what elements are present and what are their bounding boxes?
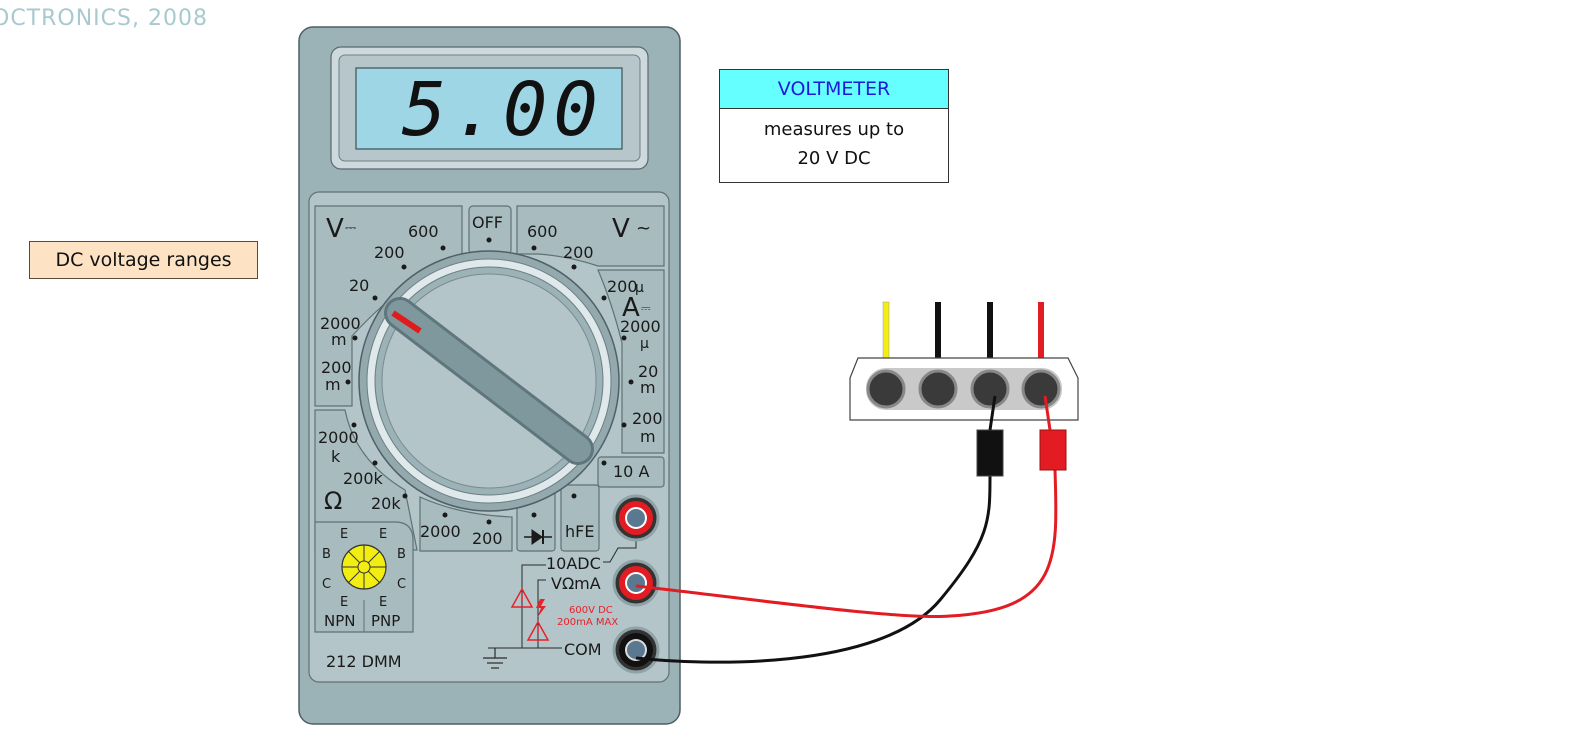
dial-unit-u: µ: [635, 280, 644, 296]
jack-10adc[interactable]: [612, 494, 660, 542]
vdc-symbol: V: [326, 214, 344, 244]
dial-label-2000ohm: 2000: [420, 522, 461, 541]
dial-label-200ohm: 200: [472, 529, 503, 548]
jack-vohmma[interactable]: [612, 559, 660, 607]
socket-label-e3: E: [340, 595, 348, 610]
socket-label-b2: B: [397, 547, 406, 562]
socket-label-e4: E: [379, 595, 387, 610]
dial-label-200k: 200k: [343, 469, 384, 488]
dial-label-20m: 20: [638, 362, 658, 381]
ground-icon: [483, 648, 507, 669]
dial-label-200ac: 200: [563, 243, 594, 262]
warning-text-1: 600V DC: [569, 605, 613, 616]
black-test-lead[interactable]: [635, 395, 1004, 664]
wire-black-1: [935, 302, 941, 358]
wire-black-2: [987, 302, 993, 358]
dial-unit-m: m: [331, 330, 347, 349]
model-label: 212 DMM: [326, 652, 402, 671]
red-test-lead[interactable]: [635, 395, 1067, 618]
jack-com[interactable]: [612, 626, 660, 674]
dial-unit-m3: m: [640, 378, 656, 397]
warning-triangle-icon: [510, 587, 550, 641]
dial-label-600dc: 600: [408, 222, 439, 241]
lcd-screen: [355, 67, 623, 150]
dial-label-20dc: 20: [349, 276, 369, 295]
rotary-selector-knob[interactable]: [358, 250, 620, 512]
dial-label-20k: 20k: [371, 494, 401, 513]
dial-label-200mdc: 200: [321, 358, 352, 377]
adc-symbol: A: [622, 293, 640, 323]
lcd-reading: 5.00: [402, 67, 604, 153]
jack-label-vohmma: VΩmA: [551, 574, 601, 593]
wire-yellow: [882, 301, 890, 359]
high-voltage-icon: [536, 599, 546, 618]
dial-unit-u2: µ: [640, 336, 649, 352]
svg-text:⎓: ⎓: [641, 301, 651, 315]
power-connector: [849, 301, 1079, 421]
jack-label-10adc: 10ADC: [546, 554, 601, 573]
dial-label-200dc: 200: [374, 243, 405, 262]
dial-label-200u: 200: [607, 277, 638, 296]
svg-text:~: ~: [636, 218, 651, 239]
socket-label-e1: E: [340, 527, 348, 542]
pnp-label: PNP: [371, 612, 400, 630]
dial-label-off: OFF: [472, 213, 503, 232]
dial-label-200ma: 200: [632, 409, 663, 428]
dial-label-2000mdc: 2000: [320, 314, 361, 333]
socket-label-e2: E: [379, 527, 387, 542]
dc-voltage-ranges-button[interactable]: DC voltage ranges: [29, 241, 258, 279]
transistor-socket: E E B B C C E E NPN PNP: [314, 521, 414, 633]
dial-label-2000u: 2000: [620, 317, 661, 336]
jack-label-com: COM: [564, 640, 602, 659]
voltmeter-info-box: VOLTMETER measures up to 20 V DC: [719, 69, 949, 183]
info-title: VOLTMETER: [720, 70, 948, 109]
dial-label-hfe: hFE: [565, 522, 594, 541]
dial-unit-m4: m: [640, 427, 656, 446]
svg-text:⎓: ⎓: [345, 220, 356, 236]
dial-label-10a: 10 A: [613, 462, 649, 481]
dial-unit-k: k: [331, 447, 341, 466]
socket-label-c2: C: [397, 577, 406, 592]
multimeter: 5.00 V ⎓ 600 200 20 2000 m 200 m OFF 600…: [298, 26, 681, 725]
dial-label-600ac: 600: [527, 222, 558, 241]
warning-text-2: 200mA MAX: [557, 617, 618, 628]
knob-pointer: [391, 310, 422, 334]
socket-label-c1: C: [322, 577, 331, 592]
copyright-text: OCTRONICS, 2008: [0, 6, 208, 31]
npn-label: NPN: [324, 612, 356, 630]
wire-red: [1038, 302, 1044, 358]
dial-unit-m2: m: [325, 375, 341, 394]
diode-icon: [524, 529, 552, 545]
dial-label-2000k: 2000: [318, 428, 359, 447]
dial-position-dots: [345, 237, 634, 525]
ohm-symbol: Ω: [324, 487, 342, 515]
info-line-2: 20 V DC: [797, 148, 871, 169]
info-line-1: measures up to: [763, 119, 905, 140]
socket-label-b1: B: [322, 547, 331, 562]
vac-symbol: V: [612, 214, 630, 244]
